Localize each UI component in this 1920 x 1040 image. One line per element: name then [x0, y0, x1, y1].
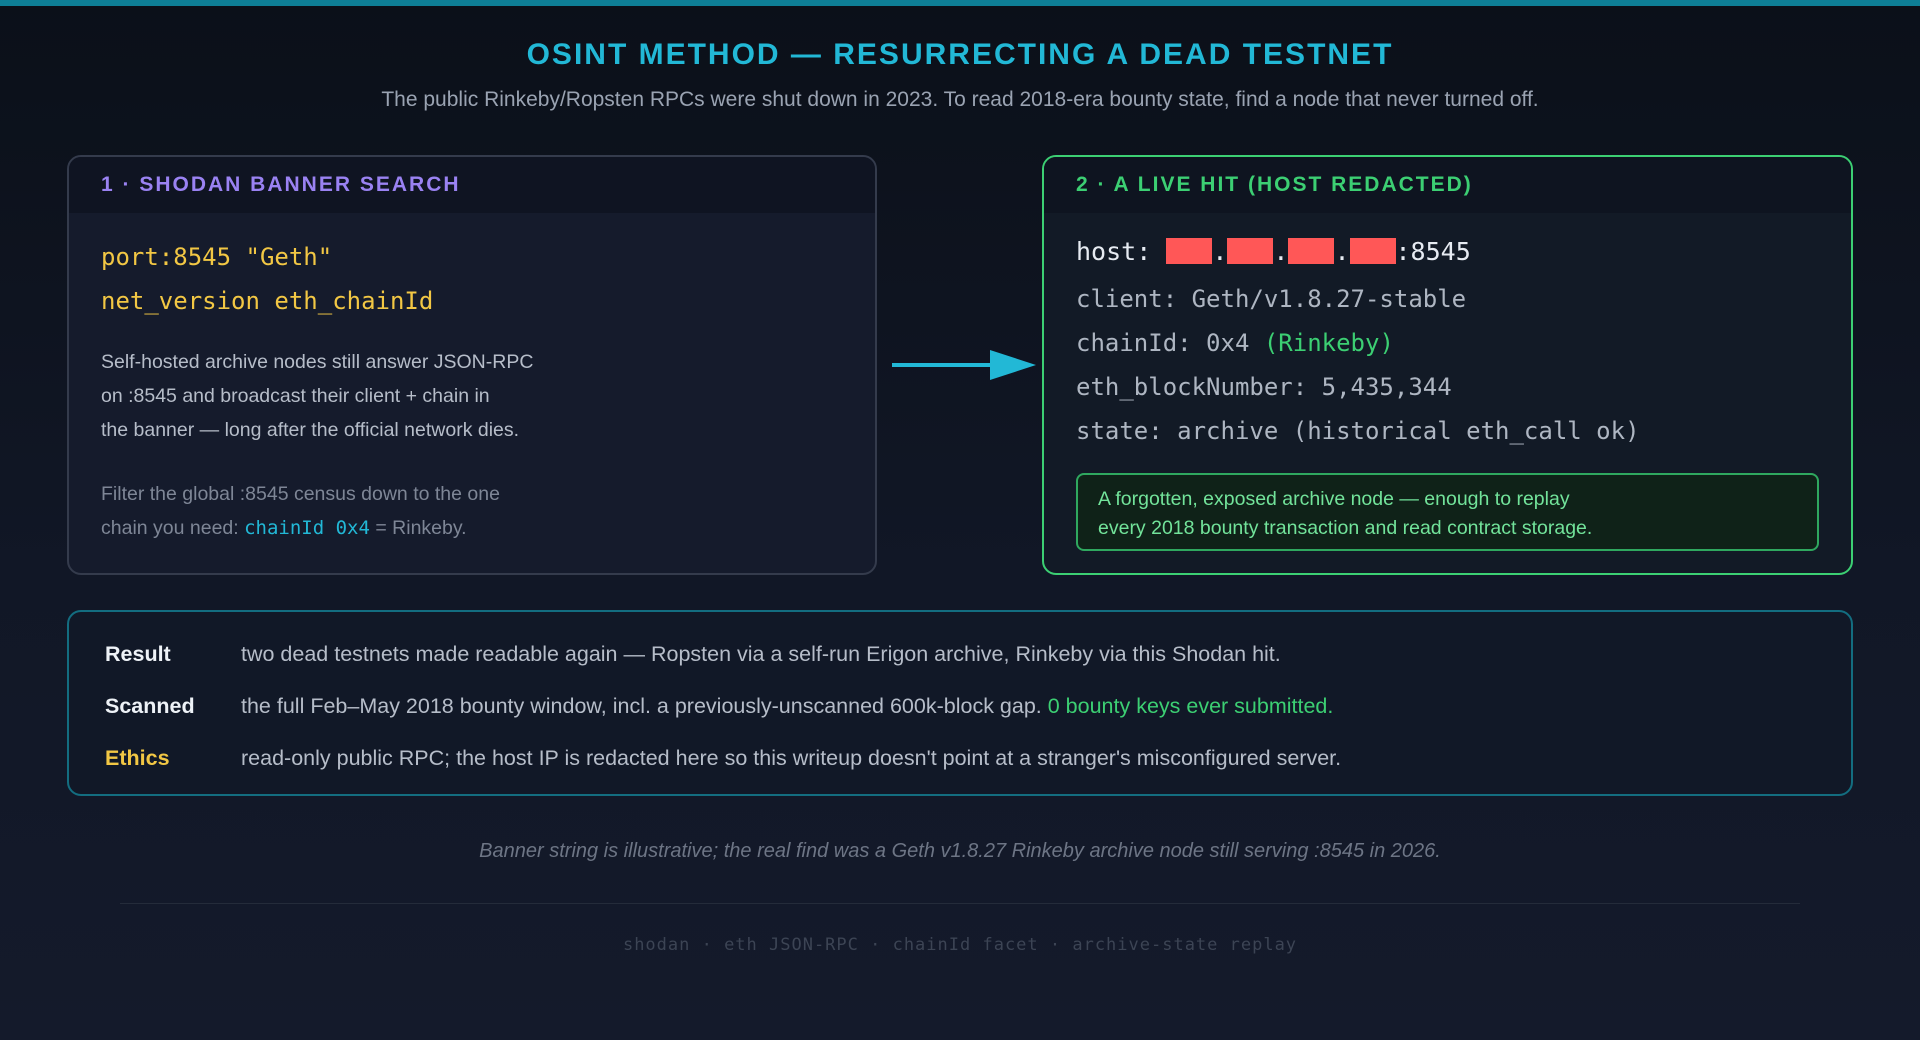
top-accent-bar — [0, 0, 1920, 6]
ethics-value: read-only public RPC; the host IP is red… — [241, 746, 1342, 770]
step1-filter-note: Filter the global :8545 census down to t… — [101, 477, 821, 545]
step1-heading: 1 · SHODAN BANNER SEARCH — [69, 157, 875, 213]
ethics-label: Ethics — [105, 746, 170, 770]
summary-panel: Result two dead testnets made readable ag… — [67, 610, 1853, 796]
filter-line2: chain you need: chainId 0x4 = Rinkeby. — [101, 511, 821, 545]
chainid-value: chainId: 0x4 — [1076, 329, 1264, 357]
chainid-note: (Rinkeby) — [1263, 329, 1394, 357]
archive-node-callout: A forgotten, exposed archive node — enou… — [1076, 473, 1819, 551]
filter-chainid-code: chainId 0x4 — [244, 517, 370, 539]
step1-desc-line: on :8545 and broadcast their client + ch… — [101, 385, 490, 407]
callout-line2: every 2018 bounty transaction and read c… — [1098, 517, 1593, 539]
result-label: Result — [105, 642, 171, 666]
block-number-line: eth_blockNumber: 5,435,344 — [1076, 373, 1452, 401]
scanned-highlight: 0 bounty keys ever submitted. — [1047, 694, 1334, 718]
arrow-right-icon — [892, 350, 1036, 380]
redacted-octet — [1288, 238, 1335, 264]
step1-panel: 1 · SHODAN BANNER SEARCH port:8545 "Geth… — [67, 155, 877, 575]
step1-desc-line: Self-hosted archive nodes still answer J… — [101, 351, 534, 373]
chainid-line: chainId: 0x4 (Rinkeby) — [1076, 329, 1394, 357]
shodan-query-line2: net_version eth_chainId — [101, 287, 434, 315]
step2-heading: 2 · A LIVE HIT (HOST REDACTED) — [1044, 157, 1851, 213]
summary-row-scanned: Scanned the full Feb–May 2018 bounty wind… — [105, 694, 1333, 719]
page-subtitle: The public Rinkeby/Ropsten RPCs were shu… — [381, 88, 1539, 111]
step1-description: Self-hosted archive nodes still answer J… — [101, 345, 821, 447]
summary-row-ethics: Ethics read-only public RPC; the host IP … — [105, 746, 1341, 771]
summary-row-result: Result two dead testnets made readable ag… — [105, 642, 1281, 667]
shodan-query-line1: port:8545 "Geth" — [101, 243, 333, 271]
redacted-octet — [1227, 238, 1274, 264]
footnote: Banner string is illustrative; the real … — [479, 840, 1441, 862]
result-value: two dead testnets made readable again — … — [241, 642, 1281, 666]
host-port: :8545 — [1395, 237, 1471, 266]
scanned-value: the full Feb–May 2018 bounty window, inc… — [241, 694, 1048, 718]
footer-tags: shodan · eth JSON-RPC · chainId facet · … — [622, 935, 1298, 955]
scanned-label: Scanned — [105, 694, 195, 718]
filter-suffix: = Rinkeby. — [369, 517, 467, 539]
host-line: host: ...:8545 — [1076, 237, 1471, 266]
filter-line1: Filter the global :8545 census down to t… — [101, 483, 500, 505]
callout-line1: A forgotten, exposed archive node — enou… — [1098, 488, 1570, 510]
step2-panel: 2 · A LIVE HIT (HOST REDACTED) host: ...… — [1042, 155, 1853, 575]
step1-desc-line: the banner — long after the official net… — [101, 419, 520, 441]
redacted-octet — [1349, 238, 1396, 264]
page-title: OSINT METHOD — RESURRECTING A DEAD TESTN… — [526, 38, 1394, 71]
host-label: host: — [1076, 237, 1167, 266]
arrow-head — [990, 350, 1036, 380]
footer-divider — [120, 903, 1800, 904]
state-line: state: archive (historical eth_call ok) — [1076, 417, 1640, 445]
filter-prefix: chain you need: — [101, 517, 245, 539]
redacted-octet — [1166, 238, 1213, 264]
client-line: client: Geth/v1.8.27-stable — [1076, 285, 1467, 313]
